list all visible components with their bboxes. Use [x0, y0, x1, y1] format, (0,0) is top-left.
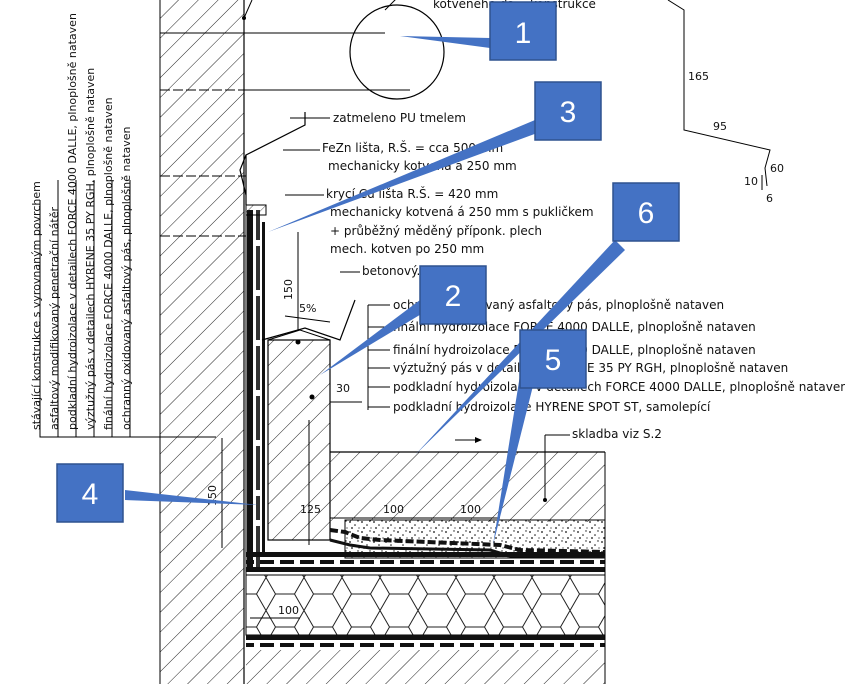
svg-text:2: 2	[445, 280, 462, 313]
vertical-labels: stávající konstrukce s vyrovnaným povrch…	[30, 13, 133, 430]
arrow-3	[268, 120, 540, 232]
dim-100-a: 100	[383, 503, 404, 516]
anchor-point	[295, 339, 301, 345]
svg-text:6: 6	[638, 197, 655, 230]
wall-top-flashing	[239, 112, 306, 205]
cap-flashing	[261, 299, 356, 341]
arrow-1	[400, 36, 490, 48]
label-kryci-4: mech. kotven po 250 mm	[330, 242, 484, 256]
callout-badge-4: 4	[56, 463, 124, 523]
vertical-membrane-layers	[245, 204, 267, 580]
svg-text:5: 5	[545, 344, 562, 377]
vlabel-3: podkladní hydroizolace v detailech FORCE…	[66, 13, 79, 430]
arrow-2	[320, 300, 428, 375]
anchor-circle	[242, 0, 445, 100]
arrow-5	[493, 375, 535, 545]
dim-150-upper: 150	[282, 279, 295, 300]
anchor-point	[309, 394, 315, 400]
label-kryci-2: mechanicky kotvená á 250 mm s pukličkem	[330, 205, 594, 219]
label-kryci-3: + průběžný měděný příponk. plech	[330, 224, 542, 238]
roof-buildup	[245, 451, 606, 684]
dim-165: 165	[688, 70, 709, 83]
callout-badge-3: 3	[534, 81, 602, 141]
dim-100-c: 100	[278, 604, 299, 617]
dim-100-b: 100	[460, 503, 481, 516]
leader-lines	[39, 180, 216, 438]
label-pu: zatmeleno PU tmelem	[333, 111, 466, 125]
arrow-4	[125, 490, 258, 505]
label-fezn-2: mechanicky kotvená á 250 mm	[328, 159, 517, 173]
callout-badge-1: 1	[489, 1, 557, 61]
vlabel-6: ochranný oxidovaný asfaltový pás, plnopl…	[120, 126, 133, 430]
svg-text:3: 3	[560, 96, 577, 129]
dim-30: 30	[336, 382, 350, 395]
corner-membrane	[329, 528, 606, 559]
label-layer-5: podkladní hydroizolace v detailech FORCE…	[393, 380, 845, 394]
dim-10: 10	[744, 175, 758, 188]
existing-wall	[159, 0, 245, 684]
vlabel-4: výztužný pás v detailech HYRENE 35 PY RG…	[84, 68, 97, 430]
svg-text:4: 4	[82, 478, 99, 511]
callout-badge-5: 5	[519, 329, 587, 389]
dim-6: 6	[766, 192, 773, 205]
vlabel-5: finální hydroizolace FORCE 4000 DALLE, p…	[102, 97, 115, 430]
label-fezn-1: FeZn lišta, R.Š. = cca 500 mm	[322, 140, 503, 155]
callout-badge-6: 6	[612, 182, 680, 242]
label-layer-4: výztužný pás v detailech HYRENE 35 PY RG…	[393, 361, 788, 375]
dim-125: 125	[300, 503, 321, 516]
label-layer-6: podkladní hydroizolace HYRENE SPOT ST, s…	[393, 400, 711, 414]
reference-lines	[160, 32, 410, 237]
vlabel-1: stávající konstrukce s vyrovnaným povrch…	[30, 181, 43, 430]
label-beton: betonový...	[362, 264, 428, 278]
svg-text:1: 1	[515, 17, 532, 50]
vlabel-2: asfaltový modifikovaný penetrační nátěr	[48, 207, 61, 430]
label-skladba: skladba viz S.2	[572, 427, 662, 441]
slope-label: 5%	[299, 302, 316, 315]
callout-badge-2: 2	[419, 265, 487, 325]
flashing-profile	[667, 0, 771, 190]
dim-95: 95	[713, 120, 727, 133]
dim-60: 60	[770, 162, 784, 175]
